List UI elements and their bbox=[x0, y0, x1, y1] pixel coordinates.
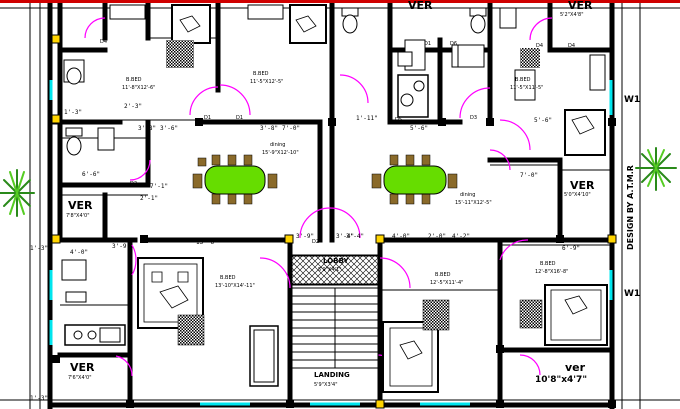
stairs bbox=[249, 287, 379, 387]
bed-bc-label: B.BED bbox=[435, 272, 451, 278]
ver-top-right-label: VER bbox=[568, 0, 593, 12]
ver-top-right-dim: 5'2"X4'8" bbox=[560, 12, 584, 18]
dimension: 3'-4" bbox=[336, 233, 355, 240]
dimension: 3'-8" bbox=[138, 125, 157, 132]
dimension: 4'-0" bbox=[70, 249, 89, 256]
dimension: 3'-9" bbox=[296, 233, 315, 240]
ver-left-dim: 7'8"X4'0" bbox=[66, 213, 90, 219]
dimension: 3'-8" bbox=[260, 125, 279, 132]
dimension: 5'-6" bbox=[534, 117, 553, 124]
dimension: 6'-6" bbox=[82, 171, 101, 178]
bed-bc-dim: 12'-5"X11'-4" bbox=[430, 280, 464, 286]
door-d1-c: D1 bbox=[424, 41, 432, 47]
dimension: 13'-6" bbox=[196, 239, 218, 246]
bed-bl-dim: 13'-10"X14'-11" bbox=[215, 283, 255, 289]
ver-right-label: VER bbox=[570, 179, 595, 192]
fixtures bbox=[61, 7, 517, 346]
dimension: 2'-0" bbox=[428, 233, 447, 240]
door-d1-b: D1 bbox=[236, 115, 244, 121]
ver-bottom-left-dim: 7'6"X4'0" bbox=[68, 375, 92, 381]
dimension: 3'-6" bbox=[160, 125, 179, 132]
dining-left-label: dining bbox=[270, 142, 286, 148]
tree-right bbox=[635, 147, 677, 191]
dimension: 7'-0" bbox=[282, 125, 301, 132]
dimension: 3'-4" bbox=[346, 233, 365, 240]
lobby-label: LOBBY bbox=[323, 257, 349, 265]
dining-right-dim: 15'-11"X12'-5" bbox=[455, 200, 492, 206]
bed-tr-label: B.BED bbox=[515, 77, 531, 83]
door-d5: D5 bbox=[395, 117, 403, 123]
ver-bottom-left-label: VER bbox=[70, 361, 95, 374]
tree-left bbox=[0, 169, 35, 217]
door-d4-c: D4 bbox=[568, 43, 576, 49]
door-d2-b: D2 bbox=[312, 239, 320, 245]
bed-br-dim: 12'-8"X16'-8" bbox=[535, 269, 569, 275]
lobby-dim: 5'9"X4'1" bbox=[318, 267, 342, 273]
landing-dim: 5'9"X3'4" bbox=[314, 382, 338, 388]
dining-right-label: dining bbox=[460, 192, 476, 198]
bed-tl-dim: 11'-8"X12'-6" bbox=[122, 85, 156, 91]
ver-bottom-right-dim: 10'8"x4'7" bbox=[535, 375, 588, 385]
dimension: 7'-0" bbox=[520, 172, 539, 179]
door-d3: D3 bbox=[470, 115, 478, 121]
bed-tr-dim: 11'-5"X11'-5" bbox=[510, 85, 544, 91]
dimension: 4'-0" bbox=[392, 233, 411, 240]
dining-set-left bbox=[192, 154, 278, 205]
bed-tl-label: B.BED bbox=[126, 77, 142, 83]
dining-left-dim: 15'-9"X12'-10" bbox=[262, 150, 299, 156]
door-d1-a: D1 bbox=[204, 115, 212, 121]
ver-top-center-label: VER bbox=[408, 0, 433, 12]
dimension: 1'-3" bbox=[64, 109, 83, 116]
dimension: 7'-1" bbox=[150, 183, 169, 190]
door-d2-a: D2 bbox=[130, 181, 138, 187]
landing-label: LANDING bbox=[314, 371, 350, 379]
dimension: 5'-6" bbox=[410, 125, 429, 132]
dimension: 1'-11" bbox=[356, 115, 378, 122]
dimension: 4'-2" bbox=[452, 233, 471, 240]
dimension: 2'-1" bbox=[140, 195, 159, 202]
bed-bl-label: B.BED bbox=[220, 275, 236, 281]
windows bbox=[49, 80, 613, 406]
top-border bbox=[0, 0, 680, 3]
ver-left-label: VER bbox=[68, 199, 93, 212]
hatch-blocks bbox=[166, 40, 540, 285]
bed-br-label: B.BED bbox=[540, 261, 556, 267]
dimension: 6'-9" bbox=[562, 245, 581, 252]
door-d4-b: D4 bbox=[536, 43, 544, 49]
bed-tc-dim: 11'-5"X12'-5" bbox=[250, 79, 284, 85]
dimension: 1'-3" bbox=[30, 245, 49, 252]
beds bbox=[109, 4, 608, 393]
dimension: 1'-3" bbox=[30, 395, 49, 402]
window-tag-top: W1 bbox=[624, 95, 641, 105]
dimension: 2'-3" bbox=[124, 103, 143, 110]
dimension: 3'-9" bbox=[112, 243, 131, 250]
window-tag-bottom: W1 bbox=[624, 289, 641, 299]
door-d6: D6 bbox=[450, 41, 458, 47]
ver-right-dim: 5'0"X4'10" bbox=[564, 192, 591, 198]
designer-credit: DESIGN BY A.T.M.R bbox=[626, 165, 635, 250]
columns bbox=[51, 34, 617, 409]
ver-bottom-right-label: ver bbox=[565, 361, 586, 374]
door-arcs bbox=[84, 17, 553, 377]
door-d4-a: D4 bbox=[100, 39, 108, 45]
bed-tc-label: B.BED bbox=[253, 71, 269, 77]
dining-set-right bbox=[371, 154, 458, 205]
